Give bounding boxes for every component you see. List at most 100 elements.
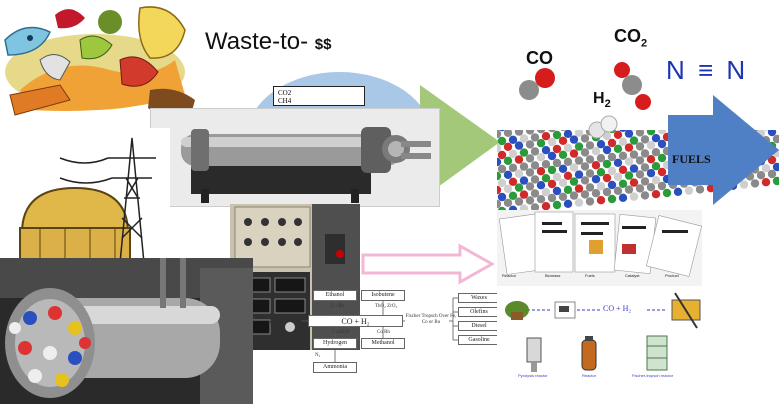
- catalyst-bead: [602, 131, 612, 141]
- catalyst-bead: [536, 181, 546, 190]
- catalyst-bead: [596, 182, 606, 191]
- catalyst-bead: [651, 176, 661, 185]
- catalyst-bead: [541, 146, 551, 155]
- catalyst-bead: [558, 150, 568, 159]
- catalyst-bead: [585, 169, 595, 178]
- catalyst-bead: [591, 147, 601, 156]
- catalyst-bead: [497, 157, 502, 167]
- catalyst-bead: [640, 163, 650, 172]
- catalyst-bead: [591, 161, 601, 170]
- catalyst-bead: [552, 144, 562, 154]
- catalyst-bead: [547, 151, 557, 161]
- catalyst-bead: [508, 149, 518, 158]
- catalyst-bead: [563, 157, 573, 166]
- flow-ammonia: Ammonia: [313, 362, 357, 373]
- catalyst-bead: [574, 184, 584, 193]
- catalyst-bead: [602, 187, 612, 197]
- catalyst-bead: [739, 180, 749, 189]
- catalyst-bead: [596, 154, 606, 163]
- catalyst-bead: [497, 185, 502, 195]
- catalyst-bead: [673, 187, 683, 196]
- catalyst-bead: [580, 134, 590, 143]
- catalyst-bead: [624, 143, 634, 152]
- catalyst-bead: [541, 202, 551, 211]
- schematic-caption-3: Fischer-tropsch reactor: [632, 373, 674, 378]
- catalyst-bead: [525, 182, 535, 191]
- catalyst-bead: [574, 170, 584, 179]
- catalyst-bead: [756, 171, 766, 180]
- catalyst-bead: [508, 135, 518, 144]
- catalyst-bead: [574, 128, 584, 137]
- flow-catalyst-2: ThO₂ ZrO₂: [375, 304, 398, 309]
- catalyst-bead: [497, 178, 507, 188]
- catalyst-bead: [497, 150, 507, 160]
- catalyst-bead: [569, 191, 579, 200]
- catalyst-bead: [624, 185, 634, 194]
- doc-caption-4: Catalyst: [625, 273, 640, 278]
- h2-base: H: [593, 90, 605, 107]
- flow-n2: N₂: [315, 353, 321, 358]
- catalyst-bead: [552, 172, 562, 182]
- catalyst-bead: [519, 134, 529, 143]
- catalyst-bead: [497, 143, 502, 153]
- catalyst-bead: [514, 183, 524, 192]
- catalyst-bead: [629, 150, 639, 159]
- catalyst-bead: [613, 172, 623, 181]
- catalyst-bead: [552, 200, 562, 210]
- flow-connectors: [301, 297, 458, 362]
- co2-base: CO: [614, 26, 641, 46]
- catalyst-bead: [772, 176, 779, 186]
- catalyst-bead: [607, 180, 617, 190]
- catalyst-bead: [525, 140, 535, 149]
- catalyst-bead: [580, 162, 590, 171]
- catalyst-bead: [607, 194, 617, 204]
- catalyst-bead: [646, 183, 656, 192]
- catalyst-bead: [651, 134, 661, 143]
- catalyst-bead: [607, 166, 617, 176]
- catalyst-bead: [503, 198, 513, 207]
- doc-caption-1: Reactor: [502, 273, 517, 278]
- catalyst-bead: [640, 135, 650, 144]
- catalyst-bead: [662, 188, 672, 198]
- catalyst-bead: [536, 167, 546, 176]
- catalyst-bead: [629, 178, 639, 187]
- flow-aldehydes: Aldehydes Oxo Alcohols: [261, 315, 293, 326]
- flow-catalyst-4: Co Rh: [377, 330, 390, 335]
- fuels-label: FUELS: [672, 152, 711, 166]
- catalyst-bead: [635, 184, 645, 193]
- catalyst-bead: [574, 142, 584, 151]
- catalyst-bead: [547, 137, 557, 147]
- power-tower-illustration: [0, 128, 170, 263]
- catalyst-bead: [541, 188, 551, 197]
- gas-label-box: CO2 CH4: [273, 86, 365, 106]
- catalyst-bead: [684, 186, 694, 195]
- catalyst-bead: [547, 193, 557, 203]
- catalyst-bead: [552, 158, 562, 168]
- catalyst-bead: [618, 179, 628, 188]
- catalyst-bead: [552, 130, 562, 140]
- catalyst-bead: [569, 149, 579, 158]
- catalyst-bead: [508, 163, 518, 172]
- catalyst-bead: [530, 203, 540, 212]
- catalyst-bead: [624, 157, 634, 166]
- catalyst-bead: [646, 155, 656, 164]
- h2-sub: 2: [604, 98, 611, 111]
- flow-isobutene: Isobutene: [361, 290, 405, 301]
- catalyst-bead: [618, 165, 628, 174]
- catalyst-bead: [563, 185, 573, 194]
- doc-caption-3: Fuels: [585, 273, 595, 278]
- catalyst-bead: [508, 177, 518, 186]
- catalyst-bead: [530, 147, 540, 156]
- catalyst-bead: [497, 129, 502, 139]
- catalyst-bead: [591, 175, 601, 184]
- catalyst-bead: [497, 136, 507, 146]
- headline-suffix: $$: [314, 36, 332, 53]
- catalyst-bead: [558, 136, 568, 145]
- catalyst-bead: [596, 168, 606, 177]
- reactor-photo: [150, 108, 440, 207]
- catalyst-bead: [640, 149, 650, 158]
- catalyst-bead: [541, 160, 551, 169]
- catalyst-bead: [585, 197, 595, 206]
- catalyst-bead: [569, 135, 579, 144]
